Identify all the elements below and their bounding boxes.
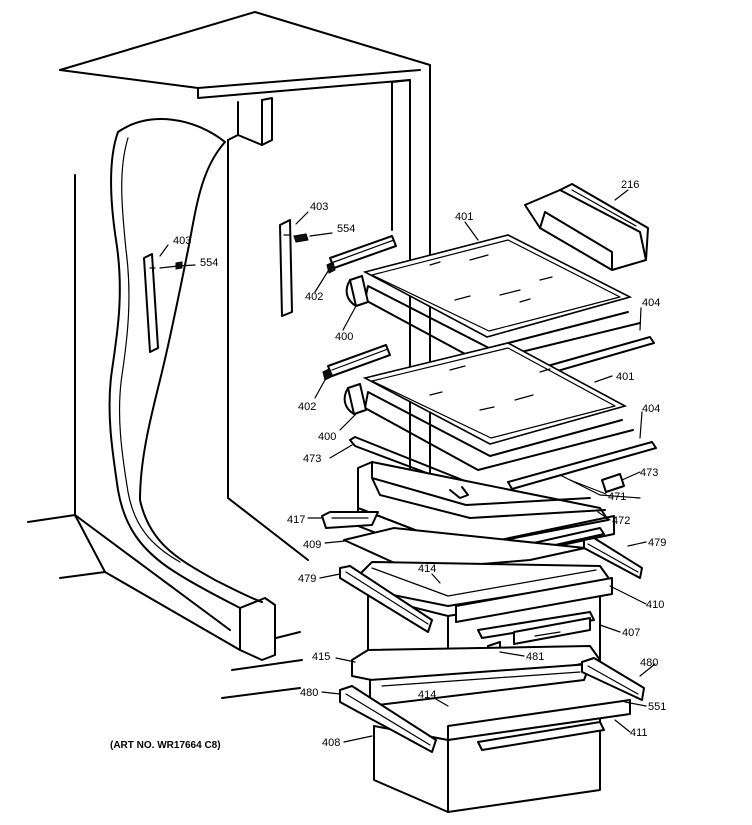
callout-479-left: 479 — [298, 573, 316, 585]
callout-403-left: 403 — [173, 235, 191, 247]
pan-slide-480-left — [339, 685, 437, 753]
callout-417: 417 — [287, 514, 305, 526]
art-number-caption: (ART NO. WR17664 C8) — [110, 740, 221, 751]
callout-408: 408 — [322, 737, 340, 749]
glass-shelf-lower — [343, 342, 634, 471]
callout-403-right: 403 — [310, 201, 328, 213]
glass-shelf-upper — [345, 234, 641, 363]
shelf-ladder-left — [143, 253, 183, 353]
shelf-rail-lower — [322, 344, 391, 381]
pan-slide-479-left — [339, 565, 433, 633]
callout-480-left: 480 — [300, 687, 318, 699]
callout-410: 410 — [646, 599, 664, 611]
callout-472: 472 — [612, 515, 630, 527]
callout-402-lower: 402 — [298, 401, 316, 413]
shelf-ladder-right — [279, 219, 309, 317]
callout-415: 415 — [312, 651, 330, 663]
callout-407: 407 — [622, 627, 640, 639]
callout-414-lower: 414 — [418, 689, 436, 701]
callout-216: 216 — [621, 179, 639, 191]
door-bin-216 — [524, 183, 649, 271]
callout-414-upper: 414 — [418, 563, 436, 575]
callout-554-right: 554 — [337, 223, 355, 235]
cabinet-body — [27, 11, 431, 699]
callout-471: 471 — [608, 491, 626, 503]
callout-401-lower: 401 — [616, 371, 634, 383]
callout-479-right: 479 — [648, 537, 666, 549]
callout-401-upper: 401 — [455, 211, 473, 223]
crisper-pan-lower — [351, 645, 631, 813]
pan-slide-479-right — [583, 537, 643, 579]
pan-slide-480-right — [581, 657, 645, 701]
callout-402-upper: 402 — [305, 291, 323, 303]
callout-473-right: 473 — [640, 467, 658, 479]
callout-411: 411 — [630, 727, 648, 739]
callout-554-left: 554 — [200, 257, 218, 269]
callout-481: 481 — [526, 651, 544, 663]
callout-480-right: 480 — [640, 657, 658, 669]
callout-400-upper: 400 — [335, 331, 353, 343]
callout-labels: 216 401 403 554 403 554 402 404 400 402 … — [110, 179, 666, 751]
callout-551: 551 — [648, 701, 666, 713]
pan-slide-417 — [321, 511, 379, 529]
callout-404-lower: 404 — [642, 403, 660, 415]
leader-lines — [159, 189, 656, 743]
callout-473-left: 473 — [303, 453, 321, 465]
shelf-trim-lower — [507, 441, 657, 490]
callout-404-upper: 404 — [642, 297, 660, 309]
callout-409: 409 — [303, 539, 321, 551]
callout-400-lower: 400 — [318, 431, 336, 443]
